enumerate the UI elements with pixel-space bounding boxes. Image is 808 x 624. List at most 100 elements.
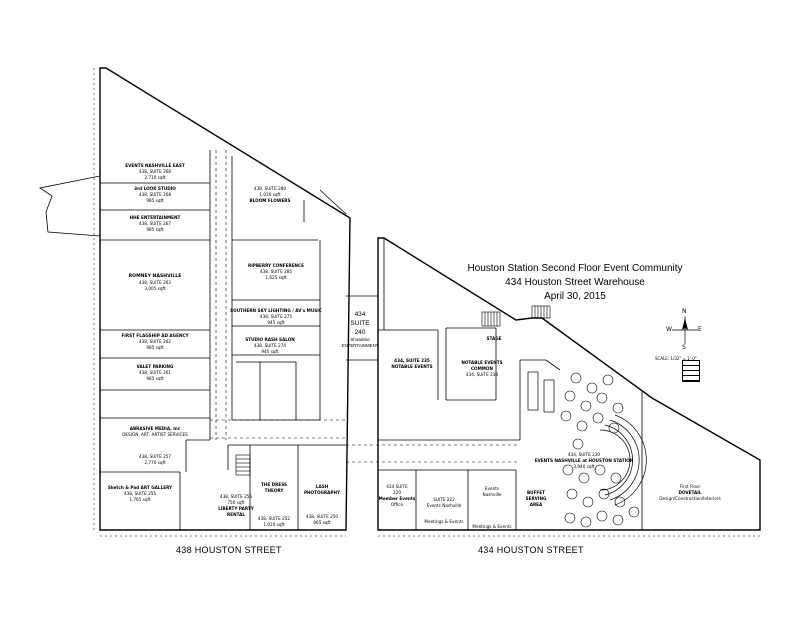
scale-bar (682, 360, 700, 382)
round-table-icon (562, 464, 574, 476)
room-name: VALET PARKING (136, 364, 174, 369)
round-table-icon (592, 412, 604, 424)
room-size: 3,940 sqft (573, 464, 595, 469)
round-table-icon (564, 390, 576, 402)
room-suite: 438, SUITE 255 (123, 491, 157, 496)
round-table-icon (602, 374, 614, 386)
street-label-438: 438 HOUSTON STREET (176, 545, 282, 555)
room-suite: 438, SUITE 257 (138, 454, 172, 459)
room-size: 3,005 sqft (144, 286, 166, 291)
room-name: STAGE (486, 336, 502, 341)
room-size: 945 sqft (267, 320, 285, 325)
room-name: EVENTS NASHVILLE EAST (125, 163, 185, 168)
plan-title: Houston Station Second Floor Event Commu… (467, 263, 683, 274)
room-name: BLOOM FLOWERS (249, 198, 291, 203)
room-size: 985 sqft (146, 345, 164, 350)
round-table-icon (612, 402, 624, 414)
room-suite: Meetings & Events (472, 524, 512, 529)
room-label: STAGE (486, 336, 501, 342)
room-suite: 438, SUITE 267 (138, 221, 172, 226)
round-table-icon (572, 438, 584, 450)
room-size: 750 sqft (227, 500, 245, 505)
room-suite: 434, SUITE 234 (465, 372, 499, 377)
room-suite: 438, SUITE 252 (257, 516, 291, 521)
room-name: HHE ENTERTAINMENT (129, 215, 181, 220)
room-name: STUDIO RASH SALON (245, 337, 295, 342)
scale-label: SCALE: 1/32" = 1'-0" (655, 356, 697, 361)
room-name: ROMNEY NASHVILLE (128, 274, 182, 279)
room-size: 940 sqft (261, 349, 279, 354)
room-name: Events Nashville (426, 503, 462, 508)
room-size: 1,020 sqft (263, 522, 285, 527)
round-table-icon (570, 372, 582, 384)
room-name: THE DRESS THEORY (260, 482, 288, 493)
round-table-icon (628, 506, 640, 518)
room-size: Office (390, 502, 404, 507)
room-label: 434, SUITE 235 NOTABLE EVENTS (387, 358, 437, 370)
suite-tenant: Showtime (350, 337, 370, 342)
room-size: 2,710 sqft (144, 175, 166, 180)
room-name: First Floor (679, 484, 701, 489)
suite-word: SUITE (350, 320, 370, 327)
room-name: Sketch & Pad ART GALLERY (107, 485, 173, 490)
room-name: NOTABLE EVENTS COMMON (461, 360, 503, 371)
room-name: Member Events (378, 496, 416, 501)
break-line (38, 175, 101, 237)
round-table-icon (582, 496, 594, 508)
room-name: Events Nashville (482, 486, 502, 497)
compass-east: E (698, 326, 702, 333)
round-table-icon (586, 382, 598, 394)
room-suite: 434, SUITE 230 (567, 452, 601, 457)
room-name: LASH PHOTOGRAPHY (303, 484, 341, 495)
compass-icon: N S E W (666, 308, 702, 351)
room-name: ABRASIVE MEDIA, Inc (129, 426, 181, 431)
plan-subtitle: 434 Houston Street Warehouse (505, 277, 645, 288)
room-size: Meetings & Events (424, 519, 464, 524)
round-table-icon (564, 512, 576, 524)
room-suite: 438, SUITE 285 (259, 269, 293, 274)
room-name: LIBERTY PARTY RENTAL (218, 506, 254, 517)
round-table-icon (580, 516, 592, 528)
room-size: 1,625 sqft (265, 275, 287, 280)
room-size: 965 sqft (313, 520, 331, 525)
room-suite: 438, SUITE 275 (259, 314, 293, 319)
room-name: SOUTHERN SKY LIGHTING / AV's MUSIC (230, 308, 322, 313)
room-size: 985 sqft (146, 198, 164, 203)
round-table-icon (560, 410, 572, 422)
room-suite: SUITE 222 (433, 497, 455, 502)
room-suite: 434 SUITE 220 (386, 484, 408, 495)
round-table-icon (596, 392, 608, 404)
plan-date: April 30, 2015 (544, 291, 606, 302)
building-438-outline (99, 67, 351, 531)
room-label: BUFFET SERVING AREA (521, 490, 551, 508)
suite-code: 240 (354, 329, 366, 336)
round-table-icon (612, 514, 624, 526)
room-suite: 438, SUITE 263 (138, 280, 172, 285)
room-suite: 438, SUITE 268 (138, 192, 172, 197)
room-size: 2,770 sqft (144, 460, 166, 465)
title-block: Houston Station Second Floor Event Commu… (465, 262, 685, 304)
compass-south: S (682, 344, 686, 351)
room-suite: 438, SUITE 250 (305, 514, 339, 519)
center-suite-label: 434 SUITE 240 Showtime ENTERTAINMENT (340, 310, 380, 349)
room-suite: 438, SUITE 261 (138, 370, 172, 375)
compass-north: N (682, 308, 687, 315)
room-suite: 438, SUITE 274 (253, 343, 287, 348)
room-suite: 438, SUITE 262 (138, 339, 172, 344)
round-table-icon (576, 420, 588, 432)
